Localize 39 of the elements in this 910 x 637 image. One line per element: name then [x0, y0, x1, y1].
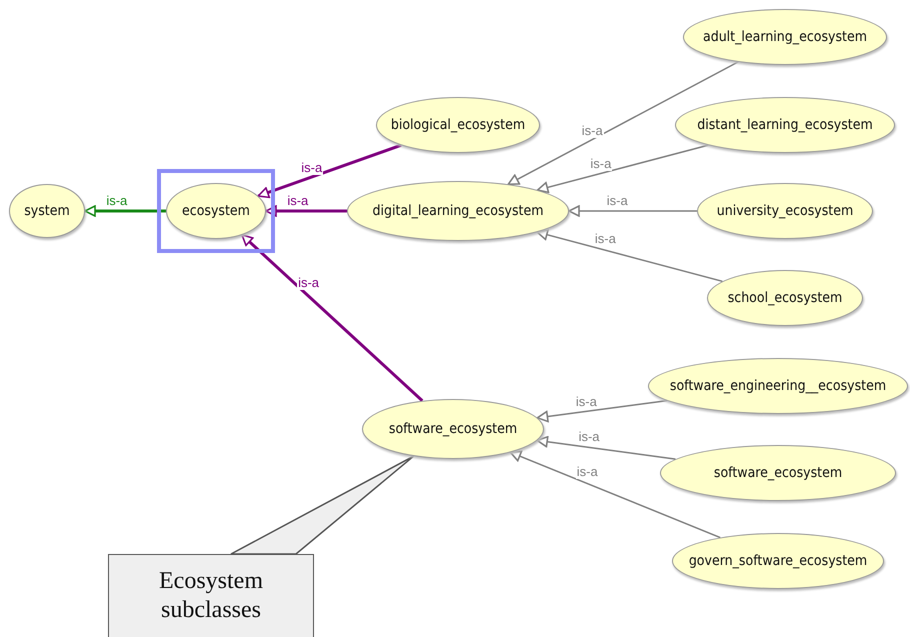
is-a-arrow	[240, 234, 424, 402]
is-a-arrow	[536, 228, 723, 282]
class-name: school_ecosystem	[728, 290, 842, 306]
class-name: software_engineering__ecosystem	[670, 378, 886, 394]
class-name: distant_learning_ecosystem	[697, 117, 873, 133]
class-name: biological_ecosystem	[390, 117, 526, 133]
class-name: ecosystem	[182, 203, 250, 219]
callout-text: Ecosystem subclasses	[158, 567, 264, 625]
is-a-arrow	[536, 400, 668, 422]
edge-label: is-a	[576, 465, 599, 480]
selection-box	[157, 169, 275, 253]
edge-label: is-a	[297, 276, 320, 290]
edge-label: is-a	[574, 394, 598, 409]
is-a-arrow	[510, 450, 720, 538]
class-name: software_ecosystem	[714, 465, 842, 481]
class-name: digital_learning_ecosystem	[372, 203, 544, 219]
edge-label: is-a	[580, 124, 604, 138]
edge-label: is-a	[606, 194, 629, 208]
callout-pointer	[230, 455, 415, 555]
class-name: software_ecosystem	[388, 421, 518, 437]
edge-label: is-a	[578, 430, 601, 444]
edge-label: is-a	[594, 232, 617, 246]
edge-label: is-a	[589, 157, 612, 172]
is-a-arrow	[84, 205, 166, 217]
is-a-arrow	[568, 205, 697, 217]
is-a-arrow	[257, 144, 402, 198]
class-ellipse	[9, 184, 85, 238]
is-a-arrow	[536, 436, 676, 460]
edge-label: is-a	[286, 194, 310, 208]
is-a-arrow	[507, 61, 739, 186]
class-name: adult_learning_ecosystem	[702, 29, 867, 45]
is-a-arrow	[265, 205, 347, 217]
class-name: system	[24, 203, 70, 219]
is-a-arrow	[536, 144, 709, 194]
class-name: govern_software_ecosystem	[688, 553, 868, 569]
callout-box	[108, 554, 314, 637]
edge-label: is-a	[300, 161, 324, 176]
class-name: university_ecosystem	[716, 203, 854, 219]
edge-label: is-a	[105, 194, 128, 208]
